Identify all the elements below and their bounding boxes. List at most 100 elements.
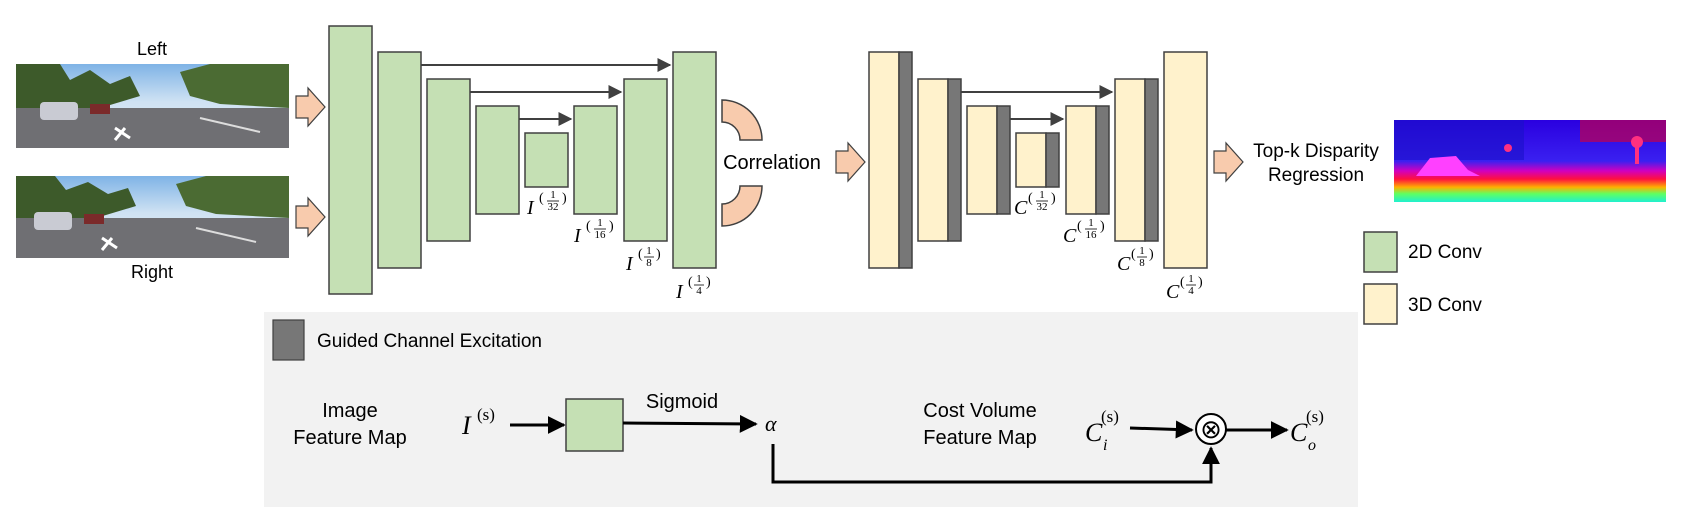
svg-text:32: 32 (548, 201, 559, 213)
conv3d-block (868, 51, 900, 269)
legend-conv3d-swatch (1363, 283, 1398, 325)
gce-input-symbol: I (s) (461, 405, 495, 440)
legend-gce-label: Guided Channel Excitation (317, 331, 542, 352)
image-feature-map-label-line1: Image (322, 400, 378, 422)
encoder-scale-label: I ( 1 32 ) (526, 189, 567, 219)
svg-text:(: ( (688, 275, 693, 290)
svg-text:1: 1 (1088, 217, 1094, 229)
encoder-scale-label: I ( 1 4 ) (675, 273, 711, 303)
svg-text:C: C (1014, 197, 1028, 219)
conv3d-block (1065, 105, 1097, 215)
conv2d-block (623, 78, 668, 242)
svg-text:I: I (625, 253, 634, 275)
svg-text:o: o (1308, 437, 1316, 454)
legend-gce-swatch (272, 319, 305, 361)
gce-sigmoid-arrow (622, 414, 758, 433)
cost-scale-label: C ( 1 8 ) (1117, 245, 1154, 275)
svg-text:(: ( (1077, 219, 1082, 234)
svg-text:1: 1 (1139, 245, 1145, 257)
regression-label-line1: Top-k Disparity (1253, 141, 1379, 162)
svg-text:C: C (1117, 253, 1131, 275)
svg-text:8: 8 (1139, 257, 1145, 269)
svg-text:(: ( (586, 219, 591, 234)
svg-text:16: 16 (1086, 229, 1098, 241)
alpha-to-multiply-arrow (771, 444, 1220, 484)
svg-text:1: 1 (597, 217, 603, 229)
svg-text:): ) (1100, 219, 1105, 234)
disparity-output-image (1394, 120, 1666, 202)
svg-text:32: 32 (1037, 201, 1048, 213)
svg-text:(: ( (1028, 191, 1033, 206)
gce-conv2d-block (565, 398, 624, 452)
svg-text:I: I (573, 225, 582, 247)
legend-conv2d-label: 2D Conv (1408, 242, 1482, 263)
svg-text:1: 1 (1039, 189, 1045, 201)
cost-scale-label: C ( 1 32 ) (1014, 189, 1056, 219)
correlation-label: Correlation (723, 152, 821, 174)
gce-block (1095, 105, 1110, 215)
encoder-scale-label: I ( 1 16 ) (573, 217, 614, 247)
conv3d-block (1015, 132, 1047, 188)
svg-text:C: C (1166, 281, 1180, 303)
right-image (16, 176, 289, 258)
cost-volume-feature-map-label-line1: Cost Volume (923, 400, 1036, 422)
svg-text:I: I (675, 281, 684, 303)
gce-detail-panel (264, 312, 1358, 507)
svg-text:): ) (1051, 191, 1056, 206)
svg-text:): ) (706, 275, 711, 290)
svg-text:1: 1 (550, 189, 556, 201)
svg-text:16: 16 (595, 229, 607, 241)
svg-text:4: 4 (1188, 285, 1194, 297)
cost-aggregation (868, 51, 1208, 269)
feature-extractor (328, 25, 717, 295)
correlation-shape-top (721, 99, 763, 141)
gce-block (1045, 132, 1060, 188)
svg-text:(s): (s) (1101, 407, 1119, 426)
svg-text:(: ( (1131, 247, 1136, 262)
svg-text:4: 4 (696, 285, 702, 297)
svg-text:(: ( (1180, 275, 1185, 290)
gce-block (1144, 78, 1159, 242)
otimes-symbol: ⊗ (1200, 415, 1222, 444)
encoder-scale-label: I ( 1 8 ) (625, 245, 661, 275)
svg-text:(s): (s) (477, 405, 495, 424)
regression-label-line2: Regression (1268, 165, 1364, 186)
conv3d-block (917, 78, 949, 242)
legend-conv3d-label: 3D Conv (1408, 295, 1482, 316)
svg-text:1: 1 (646, 245, 652, 257)
svg-text:): ) (562, 191, 567, 206)
right-input-arrow (295, 196, 326, 238)
svg-text:C: C (1290, 418, 1308, 447)
co-symbol: C o (s) (1290, 407, 1324, 454)
alpha-symbol: α (765, 411, 777, 436)
svg-text:): ) (609, 219, 614, 234)
legend-conv2d-swatch (1363, 231, 1398, 273)
correlation-arrow (835, 141, 866, 183)
svg-text:(: ( (638, 247, 643, 262)
correlation-shape-bottom (721, 185, 763, 227)
conv2d-block (377, 51, 422, 269)
svg-text:I: I (461, 411, 472, 440)
ci-arrow (1129, 420, 1194, 439)
ci-symbol: C i (s) (1085, 407, 1119, 454)
sigmoid-label: Sigmoid (646, 391, 718, 413)
conv2d-block (328, 25, 373, 295)
svg-text:): ) (656, 247, 661, 262)
svg-text:(s): (s) (1306, 407, 1324, 426)
cost-volume-feature-map-label-line2: Feature Map (923, 427, 1036, 449)
svg-text:): ) (1198, 275, 1203, 290)
svg-text:i: i (1103, 437, 1107, 454)
conv2d-block (573, 105, 618, 215)
svg-text:1: 1 (1188, 273, 1194, 285)
gce-block (898, 51, 913, 269)
conv3d-block (966, 105, 998, 215)
svg-text:8: 8 (646, 257, 652, 269)
left-input-arrow (295, 86, 326, 128)
left-image (16, 64, 289, 148)
cost-scale-label: C ( 1 4 ) (1166, 273, 1203, 303)
regression-arrow (1213, 141, 1244, 183)
svg-text:I: I (526, 197, 535, 219)
conv2d-block (672, 51, 717, 269)
right-image-label: Right (131, 262, 173, 282)
